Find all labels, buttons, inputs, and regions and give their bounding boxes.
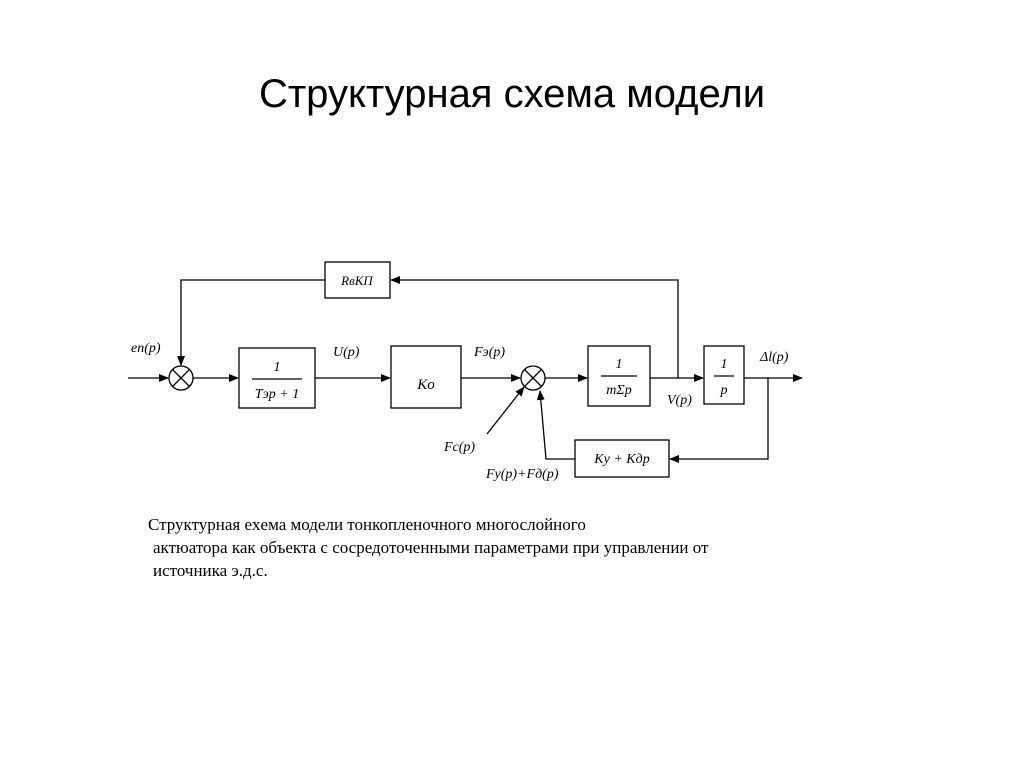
mass-numerator: 1 bbox=[616, 357, 623, 372]
signal-fc-label: Fc(p) bbox=[443, 440, 475, 455]
integrator-numerator: 1 bbox=[721, 357, 728, 372]
slide-title: Структурная схема модели bbox=[258, 72, 766, 116]
feedback-rk-label: RвKП bbox=[340, 273, 374, 288]
input-label: eп(p) bbox=[131, 341, 161, 356]
caption-line-3: источника э.д.с. bbox=[153, 561, 268, 580]
signal-fyd-label: Fy(p)+Fд(p) bbox=[485, 467, 559, 482]
caption-line-1: Структурная exема модели тонкопленочного… bbox=[148, 515, 586, 534]
signal-dl-label: Δl(p) bbox=[759, 350, 789, 365]
lag-block bbox=[238, 347, 316, 409]
gain-label: Ko bbox=[416, 377, 435, 393]
signal-u-label: U(p) bbox=[333, 345, 360, 360]
lag-numerator: 1 bbox=[274, 360, 281, 375]
integrator-block bbox=[703, 345, 745, 405]
feedback-kk-label: Kу + Kдp bbox=[593, 452, 649, 467]
signal-v-label: V(p) bbox=[667, 393, 692, 408]
lag-denominator: Tэp + 1 bbox=[255, 387, 299, 402]
integrator-denominator: p bbox=[720, 383, 728, 398]
signal-fe-label: Fэ(p) bbox=[473, 345, 505, 360]
mass-denominator: mΣp bbox=[606, 383, 631, 398]
caption-line-2: актюатора как объекта с сосредоточенными… bbox=[153, 538, 709, 557]
gain-block bbox=[390, 345, 462, 409]
